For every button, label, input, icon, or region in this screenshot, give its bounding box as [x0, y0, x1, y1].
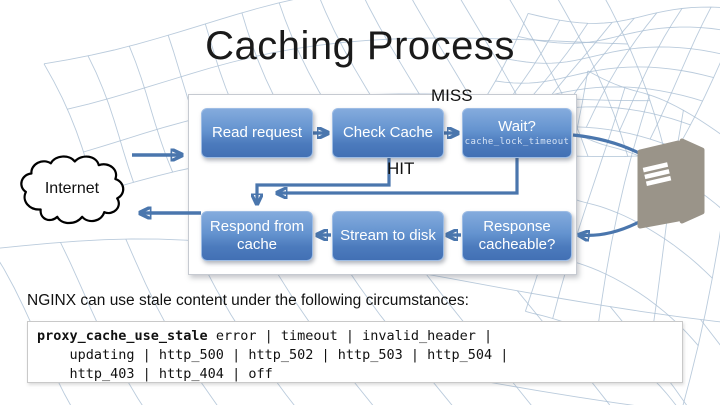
node-response-cacheable: Response cacheable? [462, 211, 572, 261]
arrow-server-to-cacheable [579, 219, 642, 235]
code-block: proxy_cache_use_stale error | timeout | … [27, 321, 683, 383]
miss-label: MISS [431, 86, 473, 105]
node-label: Respond from cache [209, 217, 305, 253]
slide-title: Caching Process [205, 24, 515, 68]
node-label: Stream to disk [340, 226, 436, 244]
node-wait: Wait? cache_lock_timeout [462, 108, 572, 158]
code-line-3: http_403 | http_404 | off [37, 366, 273, 382]
code-line-1-rest: error | timeout | invalid_header | [207, 328, 493, 344]
node-label: Wait? [498, 117, 536, 135]
node-respond-from-cache: Respond from cache [201, 211, 313, 261]
arrow-miss-return-path [277, 158, 519, 193]
description-text: NGINX can use stale content under the fo… [27, 292, 469, 309]
server-icon [637, 138, 705, 229]
node-label: Check Cache [342, 123, 434, 141]
node-label: Response cacheable? [478, 217, 556, 253]
node-check-cache: Check Cache [332, 108, 444, 158]
node-read-request: Read request [201, 108, 313, 158]
internet-label: Internet [44, 180, 100, 197]
code-line-2: updating | http_500 | http_502 | http_50… [37, 347, 509, 363]
code-directive: proxy_cache_use_stale [37, 328, 208, 344]
hit-label: HIT [387, 159, 415, 178]
node-stream-to-disk: Stream to disk [332, 211, 444, 261]
code-line-1: proxy_cache_use_stale error | timeout | … [37, 327, 682, 346]
cloud-icon [20, 155, 125, 225]
node-label: Read request [211, 123, 303, 141]
node-sublabel: cache_lock_timeout [464, 137, 570, 148]
server-slots [642, 162, 672, 187]
internet-cloud: Internet [13, 152, 131, 230]
arrow-hit-path [257, 158, 391, 204]
